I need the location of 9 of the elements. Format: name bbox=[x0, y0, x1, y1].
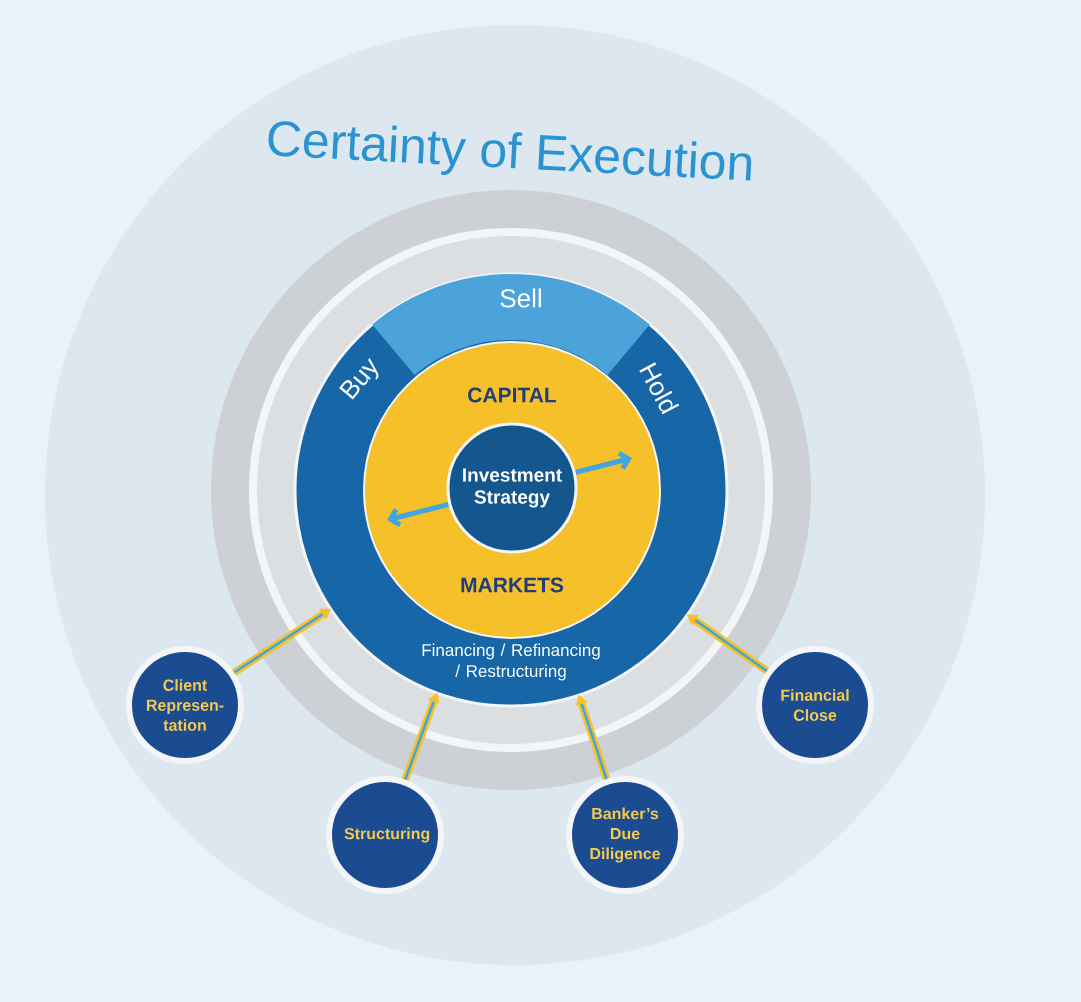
ring-label: Sell bbox=[500, 288, 541, 308]
core-label: CAPITAL bbox=[468, 387, 557, 403]
arrow bbox=[232, 608, 331, 676]
ring-label: Hold bbox=[639, 362, 680, 415]
ring-label: Buy bbox=[339, 358, 379, 400]
ring-label: Financing / Refinancing / Restructuring bbox=[422, 643, 600, 681]
core-label: MARKETS bbox=[461, 577, 564, 593]
title: Certainty of Execution bbox=[268, 121, 752, 181]
arrow bbox=[687, 614, 769, 674]
